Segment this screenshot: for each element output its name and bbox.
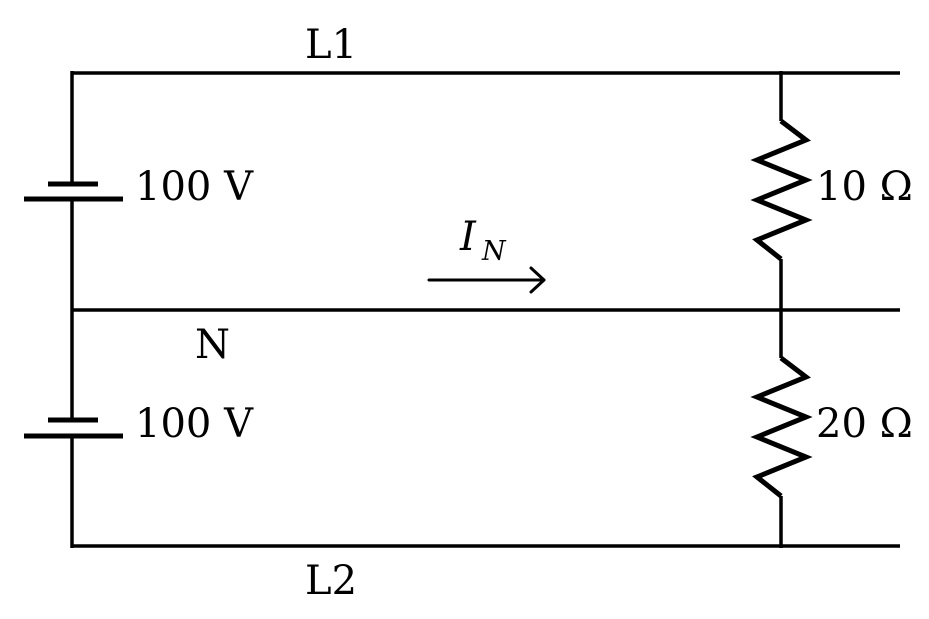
battery-top — [24, 181, 123, 202]
label-neutral: N — [195, 322, 230, 368]
label-resistor-bottom: 20 Ω — [816, 401, 913, 447]
resistor-top-10-ohm — [750, 119, 813, 261]
label-l2: L2 — [305, 558, 357, 604]
label-resistor-top: 10 Ω — [816, 164, 913, 210]
current-arrow — [427, 266, 546, 294]
current-arrow-head — [529, 266, 546, 294]
label-l1: L1 — [305, 22, 357, 68]
label-source-bottom: 100 V — [135, 401, 254, 447]
resistor-bottom-20-ohm — [750, 356, 813, 498]
label-current-subscript: N — [481, 236, 507, 267]
label-current-symbol: I — [459, 214, 477, 260]
label-source-top: 100 V — [135, 164, 254, 210]
battery-bottom — [24, 417, 123, 439]
